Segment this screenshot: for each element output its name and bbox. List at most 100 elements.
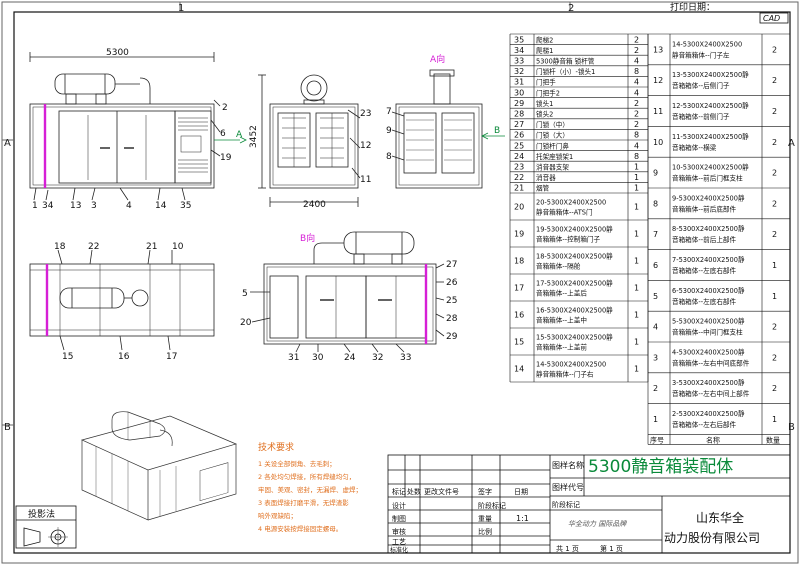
bom-qty: 2 [772,107,777,116]
bom-name: 音箱箱体--前侧门子 [672,112,730,121]
bom-name: 12-5300X2400X2500静 [672,101,749,110]
side-balloons: 23 12 11 [360,109,371,185]
bom-no: 18 [514,257,524,266]
balloon: 24 [344,353,356,363]
bom-name: 静音箱箱体--门子左 [672,50,730,59]
change-doc-label: 更改文件号 [424,487,459,496]
bom-name: 静音箱箱体--门子右 [536,370,594,379]
bom-qty: 2 [634,99,639,108]
balloon: 27 [446,260,457,270]
date-label: 日期 [514,488,528,496]
bom-qty: 2 [772,353,777,362]
balloon: 17 [166,352,177,362]
rear-title: B向 [300,232,315,244]
bom-header-name: 名称 [706,435,720,444]
bom-qty: 1 [634,203,639,212]
side-view [258,74,361,207]
bom-no: 12 [653,76,663,85]
bom-name: 音箱箱体--中间门框支柱 [672,328,743,337]
bom-name: 消音器支架 [536,163,569,172]
balloon: 32 [372,353,383,363]
balloon: 35 [180,201,191,211]
bom-header-qty: 数量 [766,435,780,444]
tech-line: 响外观缺陷； [258,511,297,520]
bom-header-no: 序号 [650,435,664,444]
front-arrow-label: A [236,130,243,140]
bom-name: 音箱箱体--左右中间上部件 [672,389,750,398]
bom-name: 音箱箱体--左底右部件 [672,266,737,275]
bom-no: 10 [653,138,663,147]
bom-name: 托架座锁架1 [536,152,573,161]
balloon: 4 [126,201,132,211]
balloon: 25 [446,296,457,306]
bom-name: 门锁（大） [536,131,569,140]
bom-name: 11-5300X2400X2500静 [672,132,749,141]
bom-header-row: 序号 名称 数量 [648,434,790,444]
bom-name: 门锁杆（小）-锁头1 [536,67,595,76]
bom-qty: 2 [772,323,777,332]
bom-no: 3 [653,353,658,362]
bom-no: 15 [514,338,524,347]
bom-no: 1 [653,415,658,424]
bom-no: 13 [653,45,663,54]
bom-name: 音箱箱体--后侧门子 [672,81,730,90]
side-height-dim: 3452 [249,125,259,148]
bom-qty: 2 [772,138,777,147]
side2-arrow-label: B [494,126,500,136]
bom-name: 音箱箱体--控制箱门子 [536,235,601,244]
row-label: 设计 [392,501,406,510]
bom-qty: 1 [634,230,639,239]
front-balloons: 1 34 13 3 4 14 35 6 19 2 [32,103,232,211]
sheet-total: 共 1 页 [556,544,579,553]
bom-qty: 4 [634,57,639,66]
balloon: 2 [222,103,228,113]
balloon: 23 [360,109,371,119]
side-width-dim: 2400 [303,200,326,210]
balloon: 8 [386,152,392,162]
bom-name: 16-5300X2400X2500静 [536,306,613,315]
bom-qty: 8 [634,131,639,140]
bom-name: 9-5300X2400X2500静 [672,193,745,202]
company-line2: 动力股份有限公司 [664,531,760,545]
top-balloons: 18 22 21 10 15 16 17 [54,242,184,362]
bom-qty: 2 [772,384,777,393]
bom-no: 35 [514,35,524,44]
bom-name: 6-5300X2400X2500静 [672,286,745,295]
bom-name: 门锁杆门鼻 [536,141,569,150]
bom-qty: 1 [634,338,639,347]
bom-name: 20-5300X2400X2500 [536,199,606,207]
bom-qty: 2 [634,110,639,119]
bom-qty: 4 [634,88,639,97]
balloon: 15 [62,352,73,362]
bom-name: 13-5300X2400X2500静 [672,70,749,79]
balloon: 5 [242,289,248,299]
bom-no: 8 [653,199,658,208]
tech-requirements: 技术要求 1 关设全部倒角、去毛刺； 2 各处均匀焊接，所有焊缝均匀， 牢固、美… [258,441,362,533]
mark-label: 标记 [392,487,406,496]
bom-no: 24 [514,152,524,161]
balloon: 30 [312,353,324,363]
isometric-view [80,411,238,521]
print-date-label: 打印日期： [670,1,715,13]
bom-no: 7 [653,230,658,239]
bom-name: 8-5300X2400X2500静 [672,224,745,233]
balloon: 10 [172,242,184,252]
bom-qty: 2 [634,35,639,44]
tech-line: 4 电源安装按焊接固定螺母。 [258,524,342,533]
bom-qty: 4 [634,141,639,150]
zone-side-b: B [4,422,11,433]
bom-no: 4 [653,323,658,332]
